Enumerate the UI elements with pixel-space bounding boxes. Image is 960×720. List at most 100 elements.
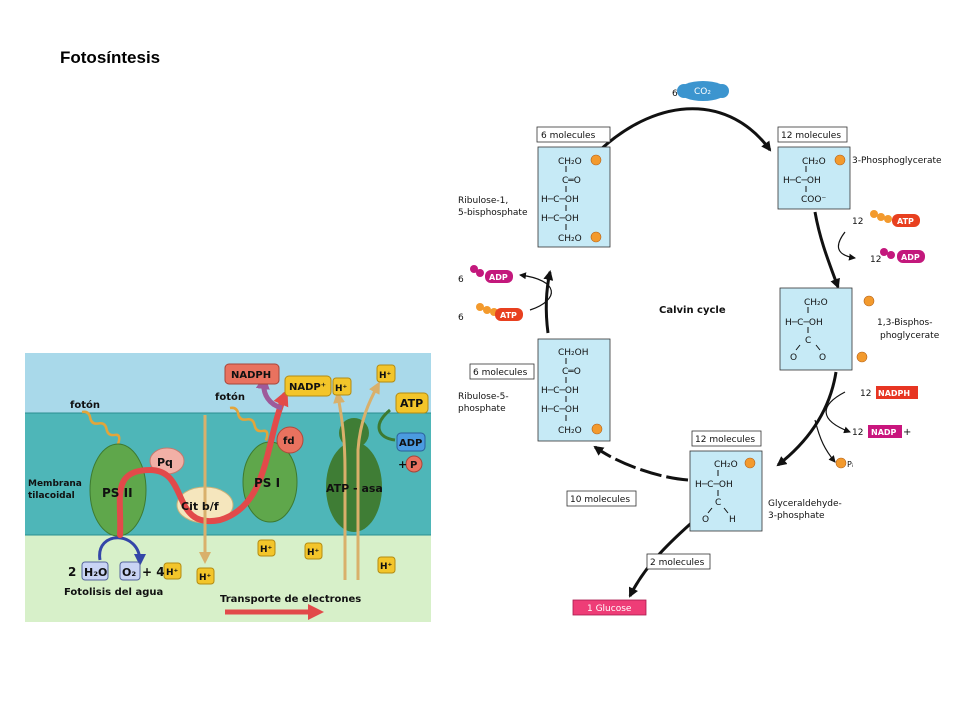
nadp-box [284, 375, 332, 397]
molecules-box-tl [536, 126, 611, 143]
h-plus-label-4: H⁺ [307, 548, 320, 558]
nadph-label-light: NADPH [231, 370, 271, 381]
cycle-arc-bottom [593, 445, 689, 482]
phosphate-circle-light [405, 455, 423, 473]
atp-badge-left [476, 303, 523, 321]
ru5p-c-eq-o: C═O [562, 367, 581, 377]
h-plus-box-3 [257, 539, 276, 557]
g3p-name-2: 3-phosphate [768, 511, 825, 521]
rubp-name-2: 5-bisphosphate [458, 208, 528, 218]
photolysis-label: Fotolisis del agua [64, 587, 163, 598]
molecules-label-10: 10 molecules [570, 495, 630, 505]
fd-label: fd [283, 436, 295, 447]
ferredoxin [276, 426, 304, 454]
photon-label-2: fotón [215, 391, 245, 403]
pga-ch2o: CH₂O [802, 157, 826, 167]
adp-label-left: ADP [489, 273, 508, 282]
adp-to-atp-arrow [377, 408, 396, 442]
calvin-cycle-diagram: 6 CO₂ Calvin cycle 6 molecules 12 molecu… [458, 81, 942, 616]
membrane-label-1: Membrana [28, 479, 82, 489]
atp-count-left: 6 [458, 313, 464, 323]
adp-count-top: 12 [870, 255, 881, 265]
h-plus-box-2 [376, 364, 396, 383]
atp-label-left: ATP [500, 311, 517, 320]
cit-label: Cit b/f [181, 500, 219, 513]
phosphate-label-light: P [410, 460, 417, 471]
h-plus-box-5 [196, 567, 215, 585]
h-plus-box-6 [377, 556, 396, 574]
adp-count-left: 6 [458, 275, 464, 285]
pq-label: Pq [157, 456, 173, 469]
co2-count: 6 [672, 89, 678, 99]
bpg-o-1: O [790, 353, 797, 363]
ru5p-ch2oh: CH₂OH [558, 348, 589, 358]
page-title: Fotosíntesis [60, 48, 161, 67]
g3p-c: C [715, 498, 721, 508]
nadp-count: 12 [852, 428, 863, 438]
bpg-ch2o: CH₂O [804, 298, 828, 308]
ru5p-hcoh-1: H─C─OH [541, 386, 579, 396]
nadph-badge [876, 386, 918, 399]
h-plus-label-3: H⁺ [260, 545, 273, 555]
ru5p-name-1: Ribulose-5- [458, 392, 509, 402]
rubp-hcoh-2: H─C─OH [541, 214, 579, 224]
atp-box-light [395, 392, 429, 414]
rubp-name-1: Ribulose-1, [458, 196, 508, 206]
co2-bubble [679, 81, 727, 101]
atp-label-light: ATP [400, 397, 423, 410]
g3p-o: O [702, 515, 709, 525]
atp-synthase-label: ATP - asa [326, 482, 383, 495]
h-plus-label-7: H⁺ [166, 568, 179, 578]
cycle-arc-right-1 [813, 211, 840, 289]
atp-synthase-body [326, 442, 382, 532]
atp-adp-arrow-left [519, 272, 552, 311]
ps1-label: PS I [254, 476, 280, 490]
electron-path [116, 389, 289, 538]
h-plus-label-6: H⁺ [380, 562, 393, 572]
g3p-h: H [729, 515, 736, 525]
atp-count-top: 12 [852, 217, 863, 227]
h-plus-label-5: H⁺ [199, 573, 212, 583]
atp-label-top: ATP [897, 217, 914, 226]
bpg-o-2: O [819, 353, 826, 363]
cycle-arc-right-2 [776, 371, 838, 467]
h-plus-box-4 [304, 542, 323, 560]
rubp-hcoh-1: H─C─OH [541, 195, 579, 205]
molecules-label-2: 2 molecules [650, 558, 705, 568]
atp-in-arrow-top [837, 231, 856, 261]
adp-label-light: ADP [399, 438, 422, 449]
ps2-label: PS II [102, 486, 133, 500]
photon-wave-2 [229, 406, 269, 441]
g3p-hcoh: H─C─OH [695, 480, 733, 490]
nadp-badge [868, 425, 902, 438]
h-plus-box-7 [163, 562, 182, 580]
photon-label-1: fotón [70, 399, 100, 411]
bpg-name-1: 1,3-Bisphos- [877, 318, 932, 328]
plus4-label: + 4 [142, 565, 165, 579]
h-plus-label-1: H⁺ [335, 384, 348, 394]
h2o-box [81, 561, 109, 581]
ru5p-name-2: phosphate [458, 404, 506, 414]
proton-arrow-atpsynthase-2 [356, 381, 380, 580]
plus-label-light: + [398, 458, 407, 471]
nadph-label-calvin: NADPH [878, 389, 910, 398]
cycle-arc-top [598, 107, 772, 152]
molecules-label-br: 12 molecules [695, 435, 755, 445]
bpg-hcoh: H─C─OH [785, 318, 823, 328]
membrane-label-2: tilacoidal [28, 491, 75, 501]
cycle-arc-left [543, 270, 554, 334]
adp-badge-left [470, 265, 513, 283]
molecules-box-br [691, 430, 762, 447]
nadp-label-light: NADP⁺ [289, 382, 326, 393]
bpg-name-2: phoglycerate [880, 331, 940, 341]
glucose-label: 1 Glucose [587, 604, 632, 614]
rubp-ch2o-top: CH₂O [558, 157, 582, 167]
molecules-label-ml: 6 molecules [473, 368, 528, 378]
pi-out-arrow [814, 419, 836, 463]
molecules-box-ml [469, 363, 535, 380]
rubp-c-eq-o: C═O [562, 176, 581, 186]
light-reactions-diagram: fotón fotón Membrana tilacoidal PS II Pq… [25, 353, 431, 622]
pga-coo: COO⁻ [801, 195, 826, 205]
h2o-label: H₂O [84, 566, 107, 579]
g3p-ch2o: CH₂O [714, 460, 738, 470]
